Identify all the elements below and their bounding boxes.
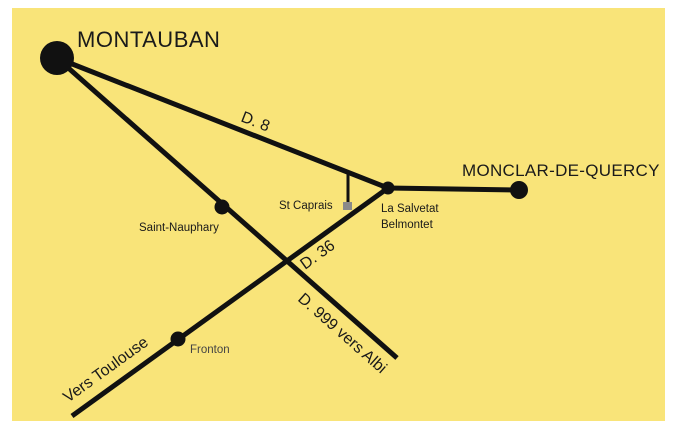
road-d8	[56, 55, 389, 191]
road-d36-toulouse	[70, 185, 390, 419]
label-montauban: MONTAUBAN	[77, 27, 220, 52]
label-belmontet: Belmontet	[381, 219, 434, 231]
label-road-d36: D. 36	[297, 237, 338, 273]
label-la-salvetat: La Salvetat	[381, 203, 439, 215]
label-fronton: Fronton	[190, 344, 230, 356]
fronton-marker	[170, 331, 186, 347]
label-monclar: MONCLAR-DE-QUERCY	[462, 161, 660, 180]
label-st-caprais: St Caprais	[279, 200, 333, 212]
road-to-monclar	[387, 185, 520, 193]
st-caprais-marker	[343, 202, 352, 210]
montauban-marker	[40, 41, 74, 75]
label-road-d999: D. 999 vers Albi	[294, 290, 389, 377]
monclar-marker	[510, 181, 528, 199]
label-saint-nauphary: Saint-Nauphary	[139, 222, 219, 234]
saint-nauphary-marker	[214, 199, 230, 215]
la-salvetat-marker	[381, 181, 395, 195]
map-background	[12, 8, 665, 421]
